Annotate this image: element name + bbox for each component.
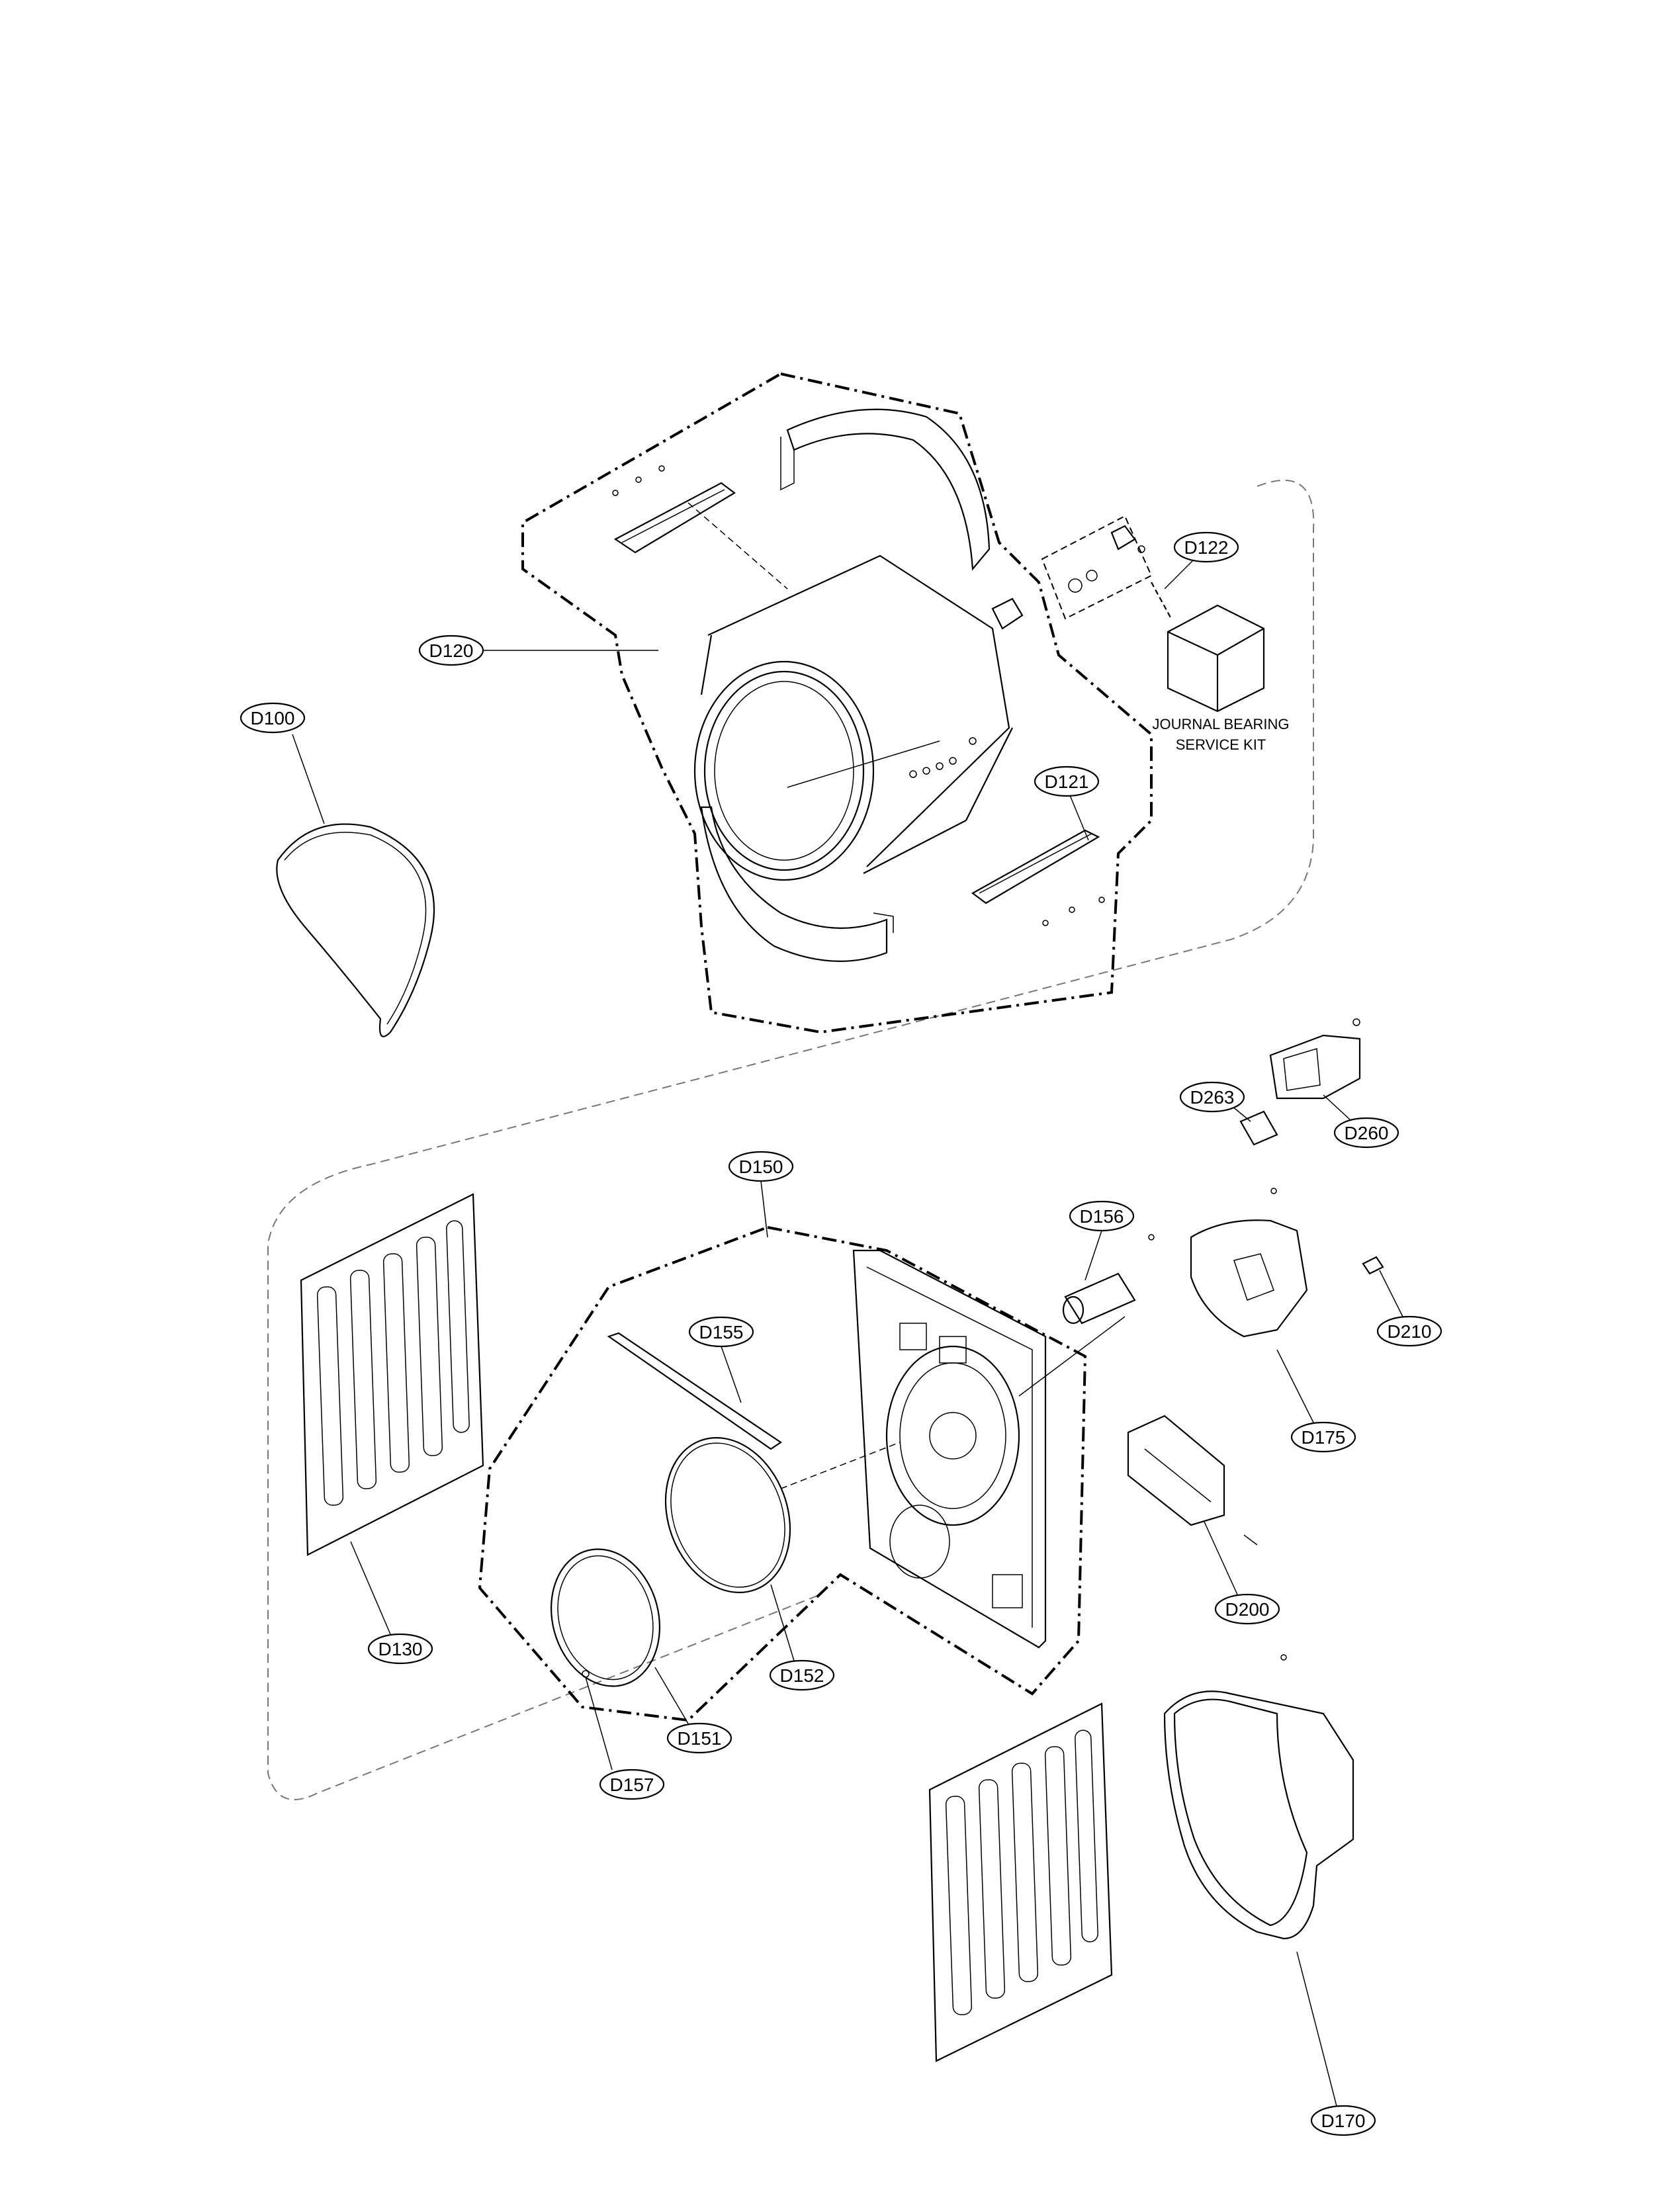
control-board bbox=[1127, 1415, 1258, 1546]
label-d157: D157 bbox=[610, 1774, 654, 1795]
callout-d210: D210 bbox=[1376, 1315, 1442, 1347]
callout-d155: D155 bbox=[688, 1316, 754, 1348]
callout-d122: D122 bbox=[1173, 531, 1239, 563]
label-d170: D170 bbox=[1321, 2111, 1366, 2131]
duct-housing bbox=[1190, 1188, 1308, 1338]
roller-part bbox=[1062, 1234, 1155, 1325]
label-d156: D156 bbox=[1080, 1206, 1124, 1227]
label-d210: D210 bbox=[1388, 1321, 1432, 1342]
label-d200: D200 bbox=[1225, 1599, 1270, 1620]
sensor-part bbox=[1362, 1256, 1384, 1275]
journal-bearing-parts bbox=[991, 515, 1172, 630]
callout-d152: D152 bbox=[769, 1659, 835, 1691]
service-kit-note-line1: JOURNAL BEARING bbox=[1152, 716, 1289, 732]
label-d260: D260 bbox=[1345, 1123, 1389, 1143]
label-d121: D121 bbox=[1045, 771, 1089, 792]
drum-group-outline bbox=[521, 372, 1153, 1034]
label-d175: D175 bbox=[1302, 1427, 1346, 1448]
callout-d120: D120 bbox=[418, 635, 484, 666]
clip-part bbox=[1239, 1110, 1278, 1146]
callout-d157: D157 bbox=[599, 1769, 665, 1800]
callout-d151: D151 bbox=[666, 1722, 732, 1754]
right-side-panel bbox=[928, 1702, 1113, 2062]
label-d151: D151 bbox=[678, 1728, 722, 1749]
label-d100: D100 bbox=[251, 708, 295, 728]
group-outline bbox=[267, 480, 1315, 1800]
label-d122: D122 bbox=[1184, 537, 1229, 558]
rear-bulkhead bbox=[1163, 1654, 1354, 1940]
callout-d130: D130 bbox=[367, 1633, 433, 1665]
upper-baffle bbox=[612, 465, 788, 590]
drum-upper-band bbox=[780, 408, 991, 571]
label-d150: D150 bbox=[739, 1157, 783, 1177]
drum bbox=[693, 554, 1013, 881]
front-panel bbox=[780, 1249, 1126, 1649]
callout-d263: D263 bbox=[1179, 1081, 1245, 1113]
left-side-panel bbox=[300, 1193, 484, 1556]
service-kit-note-line2: SERVICE KIT bbox=[1176, 736, 1266, 753]
front-strip bbox=[607, 1332, 782, 1450]
callout-d170: D170 bbox=[1310, 2105, 1376, 2136]
label-d130: D130 bbox=[378, 1639, 423, 1659]
front-seal-ring bbox=[664, 1437, 791, 1593]
label-d155: D155 bbox=[699, 1322, 744, 1342]
callout-d260: D260 bbox=[1333, 1117, 1399, 1149]
small-housing bbox=[1269, 1018, 1361, 1100]
label-d152: D152 bbox=[780, 1665, 824, 1686]
callout-d100: D100 bbox=[240, 702, 306, 734]
door-ring bbox=[550, 1548, 661, 1687]
front-group-outline bbox=[478, 1225, 1087, 1722]
drum-lower-band bbox=[700, 806, 894, 962]
callout-d156: D156 bbox=[1069, 1200, 1135, 1232]
lower-baffle bbox=[971, 829, 1105, 926]
label-d263: D263 bbox=[1190, 1087, 1235, 1108]
callout-d121: D121 bbox=[1034, 766, 1100, 797]
label-d120: D120 bbox=[429, 640, 474, 661]
callout-d200: D200 bbox=[1214, 1593, 1280, 1625]
callout-d150: D150 bbox=[728, 1151, 794, 1182]
service-kit-box bbox=[1167, 604, 1265, 713]
callout-d175: D175 bbox=[1290, 1421, 1356, 1453]
drum-belt bbox=[276, 823, 435, 1037]
